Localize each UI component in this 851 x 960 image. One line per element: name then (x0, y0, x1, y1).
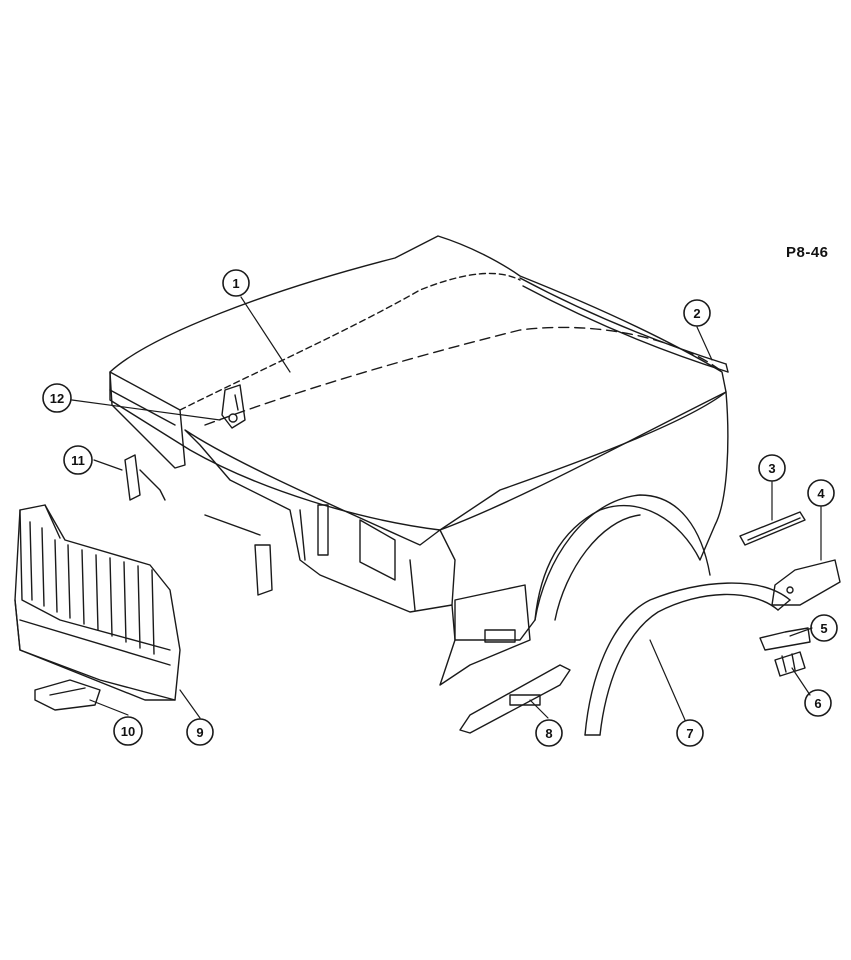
callout-1-number: 1 (232, 276, 239, 291)
clip-5 (759, 627, 811, 651)
drip-molding-2 (519, 277, 729, 373)
callout-2: 2 (683, 299, 711, 327)
callout-10-number: 10 (121, 724, 135, 739)
callout-5-number: 5 (820, 621, 827, 636)
rear-body-shell (109, 235, 729, 686)
callout-8: 8 (535, 719, 563, 747)
callout-9: 9 (186, 718, 214, 746)
bracket-10 (34, 679, 101, 711)
callout-7-number: 7 (686, 726, 693, 741)
callout-1: 1 (222, 269, 250, 297)
wheel-opening (534, 494, 711, 621)
deck-latch-12 (221, 384, 246, 429)
callout-11-number: 11 (71, 453, 85, 468)
deck-lid-crease (179, 272, 521, 411)
callout-7: 7 (676, 719, 704, 747)
corner-trim-4 (771, 559, 841, 606)
lower-quarter-trim (439, 584, 531, 686)
callout-2-number: 2 (693, 306, 700, 321)
leader-lines (71, 296, 822, 721)
quarter-panel-side (439, 391, 729, 641)
bracket-11 (124, 454, 273, 596)
callout-9-number: 9 (196, 725, 203, 740)
callout-3: 3 (758, 454, 786, 482)
callout-11: 11 (63, 445, 93, 475)
figure-reference-code: P8-46 (786, 244, 829, 261)
callout-6: 6 (804, 689, 832, 717)
molding-strip-3 (739, 511, 806, 546)
rear-end-panel (184, 429, 456, 613)
deck-lid-outline (109, 235, 727, 531)
left-quarter-end (109, 371, 186, 469)
callout-6-number: 6 (814, 696, 821, 711)
side-molding-8 (459, 664, 571, 734)
fastener-6 (774, 651, 806, 677)
tail-lamp-assembly-9 (14, 504, 181, 701)
callout-4: 4 (807, 479, 835, 507)
callout-8-number: 8 (545, 726, 552, 741)
callout-4-number: 4 (817, 486, 825, 501)
rear-lamp-recess (317, 504, 329, 556)
callouts: 1 2 3 4 5 6 7 8 (42, 269, 838, 747)
callout-5: 5 (810, 614, 838, 642)
callout-10: 10 (113, 716, 143, 746)
callout-12: 12 (42, 383, 72, 413)
callout-3-number: 3 (768, 461, 775, 476)
callout-12-number: 12 (50, 391, 64, 406)
wheel-molding-7 (584, 582, 791, 736)
